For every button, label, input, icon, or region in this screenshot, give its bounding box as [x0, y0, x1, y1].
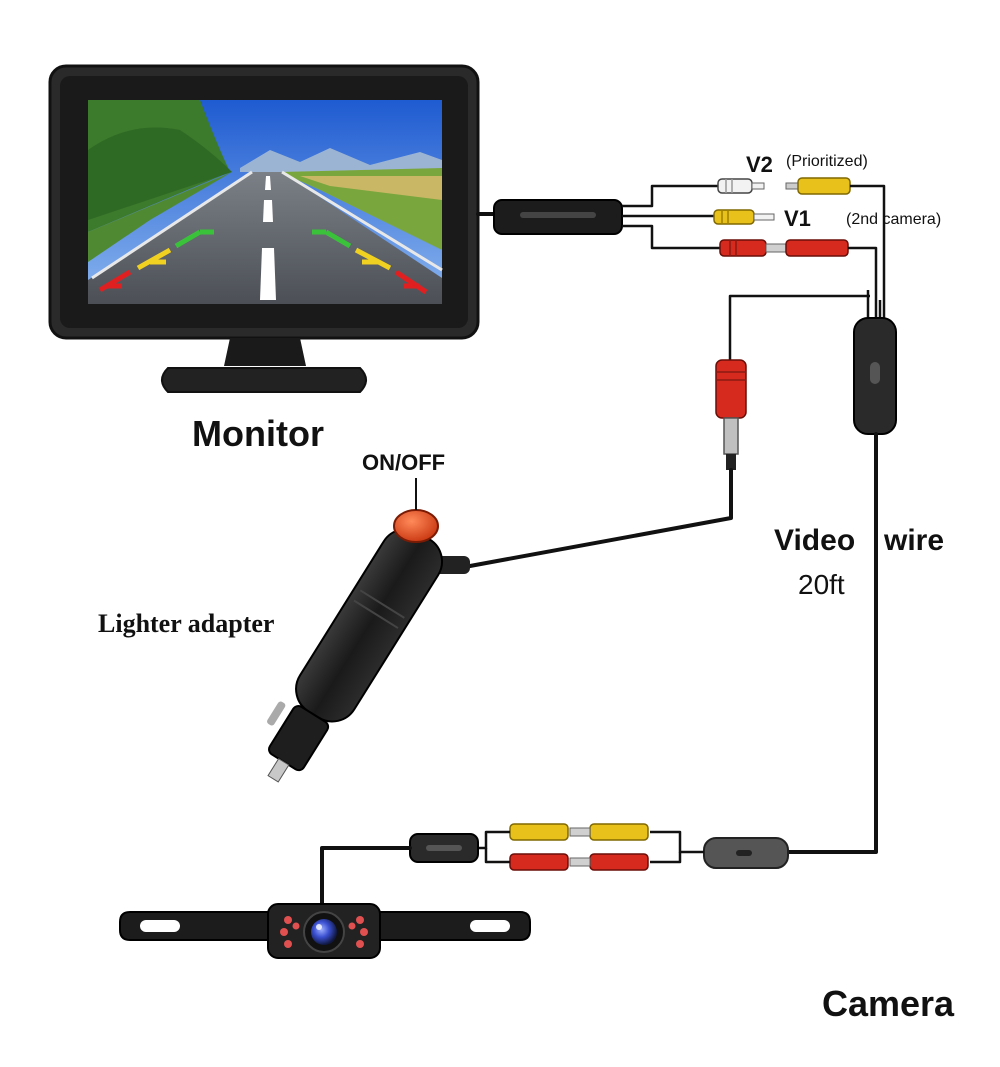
camera-junction-box: [409, 833, 479, 863]
monitor-junction-box: [493, 199, 623, 235]
inline-switch-icon: [853, 290, 897, 435]
rca-connector-icon: [509, 823, 649, 841]
monitor-icon: [48, 64, 480, 393]
camera-label: Camera: [822, 983, 955, 1024]
monitor-label: Monitor: [192, 413, 324, 454]
rca-connector-icon: [509, 853, 649, 871]
rca-connector-icon: [719, 239, 849, 257]
on-off-button: [393, 509, 439, 543]
video-wire-label-video: Video: [774, 524, 855, 557]
camera-lens: [311, 919, 337, 945]
lighter-adapter-icon: [267, 509, 471, 783]
camera-icon: [119, 903, 531, 959]
v1-label: V1: [784, 206, 811, 231]
video-wire-label-wire: wire: [883, 524, 944, 557]
monitor-screen: [88, 100, 443, 304]
lighter-adapter-label: Lighter adapter: [98, 609, 274, 638]
v2-label: V2: [746, 152, 773, 177]
second-camera-label: (2nd camera): [846, 211, 941, 228]
inline-switch-icon: [703, 837, 789, 869]
rca-connector-icon: [717, 177, 851, 195]
on-off-label: ON/OFF: [362, 450, 445, 475]
power-dc-connector: [715, 359, 747, 470]
rca-connector-icon: [713, 209, 775, 225]
video-wire-length: 20ft: [798, 569, 845, 600]
prioritized-label: (Prioritized): [786, 153, 868, 170]
